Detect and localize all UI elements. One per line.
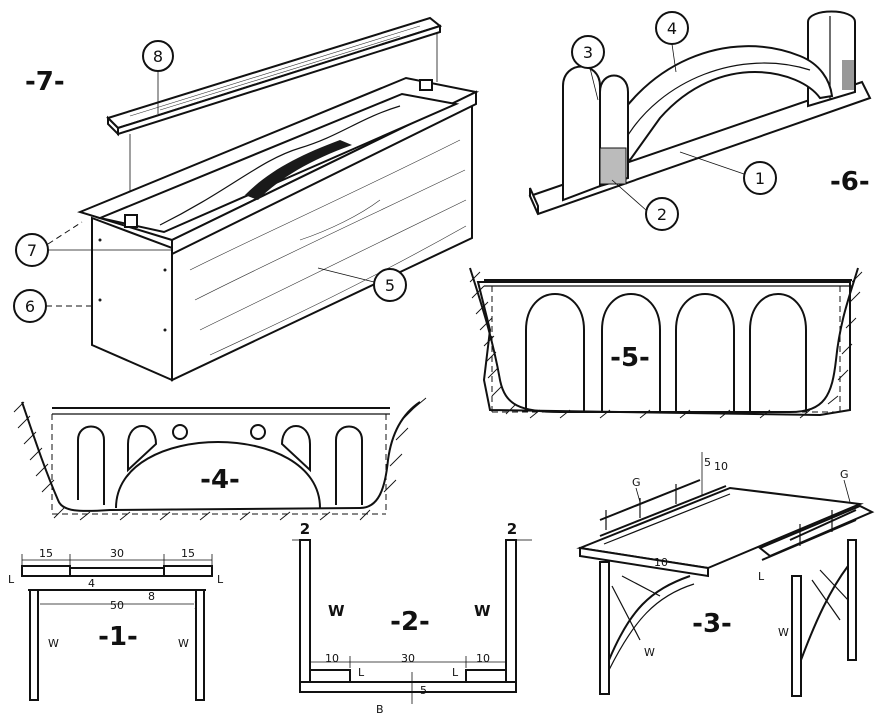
svg-text:8: 8 [153,47,163,66]
svg-text:L: L [358,666,365,679]
figure-5-four-arch-viaduct: -5- [469,267,863,419]
callout-3: 3 [571,35,605,101]
figure-4-label: -4- [200,465,240,495]
svg-text:W: W [178,637,189,650]
svg-text:30: 30 [110,547,124,560]
callout-7: 7 [15,221,172,267]
box-top-rim [77,76,480,256]
svg-text:L: L [217,573,224,586]
svg-text:W: W [48,637,59,650]
svg-text:1: 1 [755,169,765,188]
svg-text:30: 30 [401,652,415,665]
callout-1: 1 [679,151,777,195]
svg-text:2: 2 [300,520,310,538]
figure-2-label: -2- [390,607,430,637]
callout-8: 8 [142,40,174,114]
callout-6: 6 [13,289,92,323]
svg-text:15: 15 [181,547,195,560]
svg-text:5: 5 [704,456,711,469]
figure-1-trestle-section: 15 30 15 L L 4 8 50 2 2 W W -1- [8,547,224,701]
svg-text:L: L [452,666,459,679]
figure-4-central-arch-bridge: -4- [13,397,427,521]
svg-text:15: 15 [39,547,53,560]
figure-6-label: -6- [830,167,870,197]
svg-text:2: 2 [507,520,517,538]
svg-text:7: 7 [27,241,37,260]
figure-1-label: -1- [98,622,138,652]
svg-text:L: L [758,570,765,583]
figure-6-arch-model: -6- 3 4 1 [528,10,872,231]
svg-text:B: B [376,703,384,716]
box-inner-shadow [245,140,352,200]
svg-text:W: W [328,602,345,620]
svg-text:W: W [778,626,789,639]
svg-text:3: 3 [583,43,593,62]
figure-7-box: -7- [13,16,480,382]
figure-3-label: -3- [692,609,732,639]
callout-2: 2 [611,179,679,231]
callout-5: 5 [317,267,407,302]
svg-text:10: 10 [476,652,490,665]
box-inner-arch [159,105,401,226]
svg-text:10: 10 [654,556,668,569]
svg-text:2: 2 [657,205,667,224]
svg-text:10: 10 [325,652,339,665]
box-end-panel [91,216,173,382]
lid-board [106,16,443,137]
svg-text:4: 4 [88,577,95,590]
figure-2-u-frame-section: 2 2 W W -2- 10 30 10 L L 5 B [292,520,532,716]
callout-4: 4 [655,11,689,73]
svg-text:W: W [474,602,491,620]
svg-text:8: 8 [148,590,155,603]
svg-text:L: L [8,573,15,586]
svg-text:W: W [644,646,655,659]
figure-5-label: -5- [610,343,650,373]
svg-text:G: G [840,468,849,481]
svg-text:G: G [632,476,641,489]
svg-text:5: 5 [420,684,427,697]
figure-7-label: -7- [25,67,65,97]
svg-text:50: 50 [110,599,124,612]
svg-text:4: 4 [667,19,677,38]
svg-text:10: 10 [714,460,728,473]
figure-3-trestle-bridge: G G 5 10 10 L W W -3- [576,452,875,697]
svg-text:6: 6 [25,297,35,316]
svg-text:5: 5 [385,276,395,295]
